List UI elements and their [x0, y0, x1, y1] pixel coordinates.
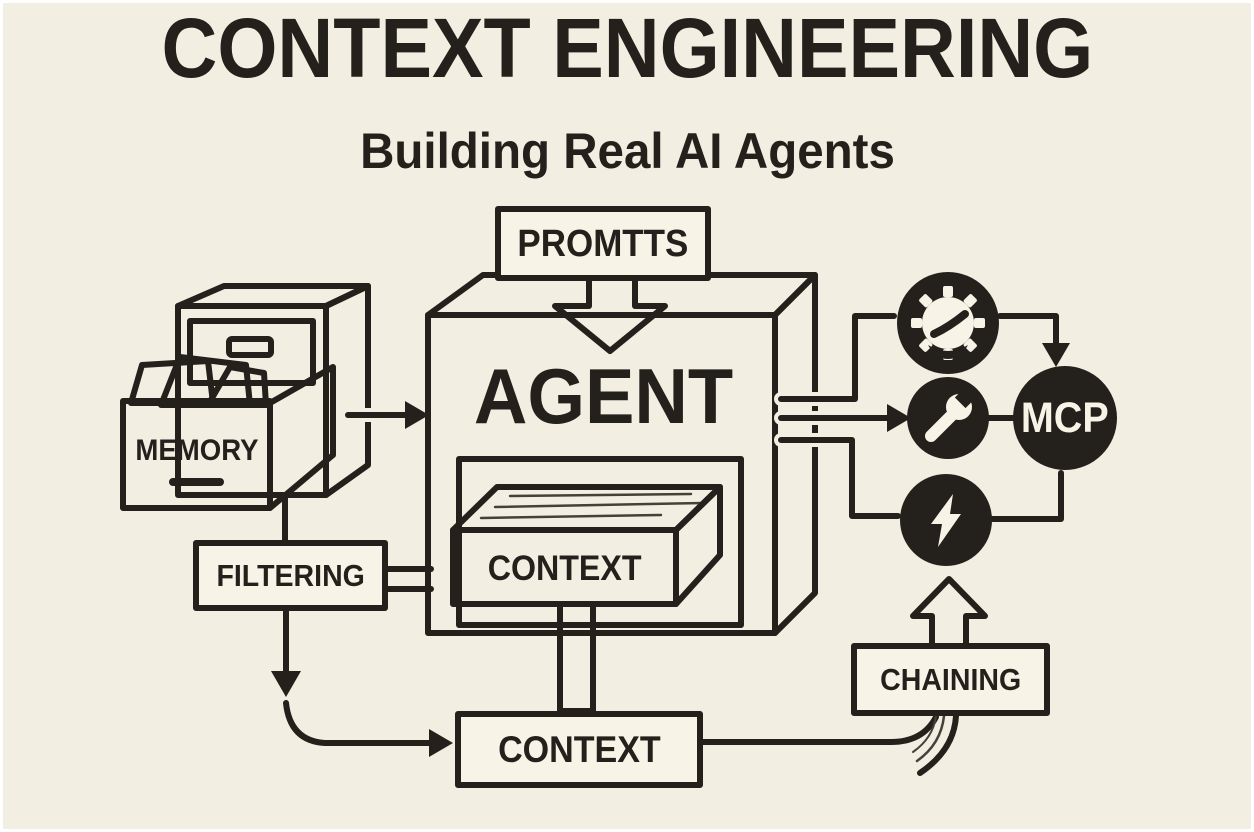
lightning-to-mcp-line — [989, 470, 1064, 522]
gauge-icon — [897, 272, 999, 374]
chaining-label: CHAINING — [879, 662, 1022, 697]
prompts-label: PROMTTS — [517, 222, 689, 265]
page-subtitle: Building Real AI Agents — [3, 121, 1251, 181]
filing-cabinet-icon — [120, 283, 371, 511]
filtering-down-arrow — [271, 608, 301, 697]
context-output-box: CONTEXT — [455, 711, 703, 788]
filtering-to-agent-connector — [385, 566, 434, 592]
filtering-box: FILTERING — [193, 540, 388, 611]
lightning-bolt-icon — [900, 474, 992, 566]
filtering-to-context-arrow — [283, 700, 453, 757]
prompts-arrow — [552, 266, 668, 354]
wrench-icon — [907, 377, 989, 459]
chaining-box: CHAINING — [851, 643, 1050, 716]
agent-label: AGENT — [473, 352, 733, 440]
context-tray — [450, 456, 744, 628]
memory-label: MEMORY — [135, 434, 259, 467]
page-title-text: CONTEXT ENGINEERING — [161, 1, 1093, 95]
filtering-label: FILTERING — [216, 558, 365, 593]
context-output-label: CONTEXT — [497, 729, 661, 770]
memory-to-agent-arrow — [341, 401, 429, 429]
chaining-up-arrow — [910, 576, 988, 649]
agent-to-gauge-connector — [774, 309, 901, 406]
prompts-box: PROMTTS — [495, 206, 711, 281]
agent-to-lightning-connector — [774, 433, 905, 523]
mcp-circle — [1013, 366, 1117, 470]
gauge-to-mcp-arrow — [997, 313, 1070, 367]
agent-to-wrench-arrow — [774, 404, 911, 432]
context-pillar — [428, 601, 775, 714]
diagram-artwork — [120, 266, 1117, 776]
context-tray-label: CONTEXT — [488, 548, 642, 588]
page-title: CONTEXT ENGINEERING — [3, 3, 1251, 93]
mcp-label: MCP — [1021, 393, 1109, 442]
page-subtitle-text: Building Real AI Agents — [359, 123, 895, 179]
context-to-chaining-line — [700, 713, 959, 776]
